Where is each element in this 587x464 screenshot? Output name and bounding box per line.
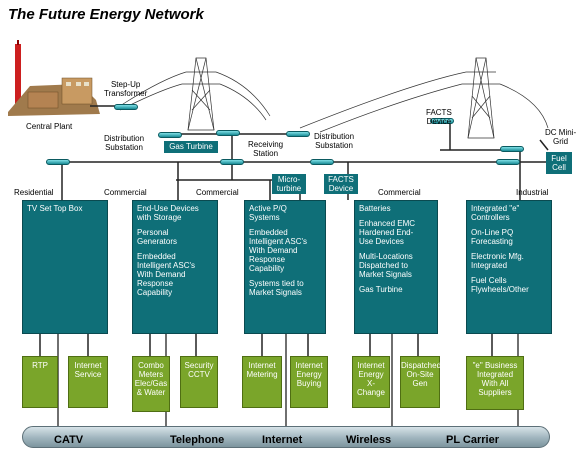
service-box-internet-metering: Internet Metering <box>242 356 282 408</box>
sector-panel-industrial: Integrated "e" Controllers On-Line PQ Fo… <box>466 200 552 334</box>
facts-device-top-label: FACTS Device <box>426 108 452 126</box>
service-box-e-business: "e" Business Integrated With All Supplie… <box>466 356 524 410</box>
dc-mini-grid-label: DC Mini- Grid <box>545 128 577 146</box>
service-box-rtp: RTP <box>22 356 58 408</box>
network-node <box>500 146 524 152</box>
panel-item: Gas Turbine <box>359 285 403 294</box>
bus-label-wireless: Wireless <box>346 434 392 446</box>
network-node <box>216 130 240 136</box>
bus-label-telephone: Telephone <box>170 434 225 446</box>
service-box-dispatched-on-site-gen: Dispatched On-Site Gen <box>400 356 441 408</box>
sector-label: Commercial <box>104 188 147 197</box>
distribution-substation-right-label: Distribution Substation <box>314 132 355 150</box>
service-box-combo-meters: Combo Meters Elec/Gas & Water <box>132 356 170 412</box>
sector-panel-commercial-3: Batteries Enhanced EMC Hardened End- Use… <box>354 200 438 334</box>
distribution-substation-left-label: Distribution Substation <box>104 134 145 152</box>
panel-item: Electronic Mfg. Integrated <box>471 252 524 270</box>
network-node <box>158 132 182 138</box>
panel-item: Embedded Intelligent ASC's With Demand R… <box>249 228 308 273</box>
network-node <box>310 159 334 165</box>
network-node <box>430 118 454 124</box>
central-plant-icon <box>8 40 100 116</box>
sector-label: Commercial <box>378 188 421 197</box>
sector-label: Commercial <box>196 188 239 197</box>
page-title: The Future Energy Network <box>8 6 204 23</box>
transmission-tower-left <box>119 57 271 131</box>
panel-item: Active P/Q Systems <box>249 204 287 222</box>
service-box-internet-energy-x-change: Internet Energy X-Change <box>352 356 390 408</box>
fuel-cell-box: Fuel Cell <box>546 152 572 174</box>
panel-item: End-Use Devices with Storage <box>137 204 199 222</box>
bus-label-pl-carrier: PL Carrier <box>446 434 499 446</box>
gas-turbine-box: Gas Turbine <box>164 141 218 153</box>
panel-item: TV Set Top Box <box>27 204 83 213</box>
service-box-internet-service: Internet Service <box>68 356 108 408</box>
panel-item: Batteries <box>359 204 391 213</box>
network-node <box>46 159 70 165</box>
sector-panel-commercial-2: Active P/Q Systems Embedded Intelligent … <box>244 200 326 334</box>
sector-panel-residential: TV Set Top Box <box>22 200 108 334</box>
microturbine-box: Micro- turbine <box>272 174 306 194</box>
panel-item: Enhanced EMC Hardened End- Use Devices <box>359 219 416 246</box>
central-plant-label: Central Plant <box>26 122 73 131</box>
transmission-tower-right <box>299 57 549 139</box>
communications-bus <box>22 426 550 448</box>
panel-item: Personal Generators <box>137 228 178 246</box>
service-box-internet-energy-buying: Internet Energy Buying <box>290 356 328 408</box>
network-node <box>286 131 310 137</box>
bus-label-internet: Internet <box>262 434 303 446</box>
network-node <box>114 104 138 110</box>
panel-item: Systems tied to Market Signals <box>249 279 304 297</box>
network-node <box>496 159 520 165</box>
panel-item: Embedded Intelligent ASC's With Demand R… <box>137 252 196 297</box>
network-node <box>220 159 244 165</box>
step-up-transformer-label: Step-Up Transformer <box>104 80 148 98</box>
receiving-station-label: Receiving Station <box>248 140 284 158</box>
bus-label-catv: CATV <box>54 434 84 446</box>
service-box-security-cctv: Security CCTV <box>180 356 218 408</box>
panel-item: Multi-Locations Dispatched to Market Sig… <box>359 252 413 279</box>
panel-item: On-Line PQ Forecasting <box>471 228 514 246</box>
sector-label: Industrial <box>516 188 549 197</box>
sector-label: Residential <box>14 188 54 197</box>
sector-panel-commercial-1: End-Use Devices with Storage Personal Ge… <box>132 200 218 334</box>
panel-item: Fuel Cells Flywheels/Other <box>471 276 529 294</box>
facts-device-mid-box: FACTS Device <box>324 174 358 194</box>
panel-item: Integrated "e" Controllers <box>471 204 520 222</box>
